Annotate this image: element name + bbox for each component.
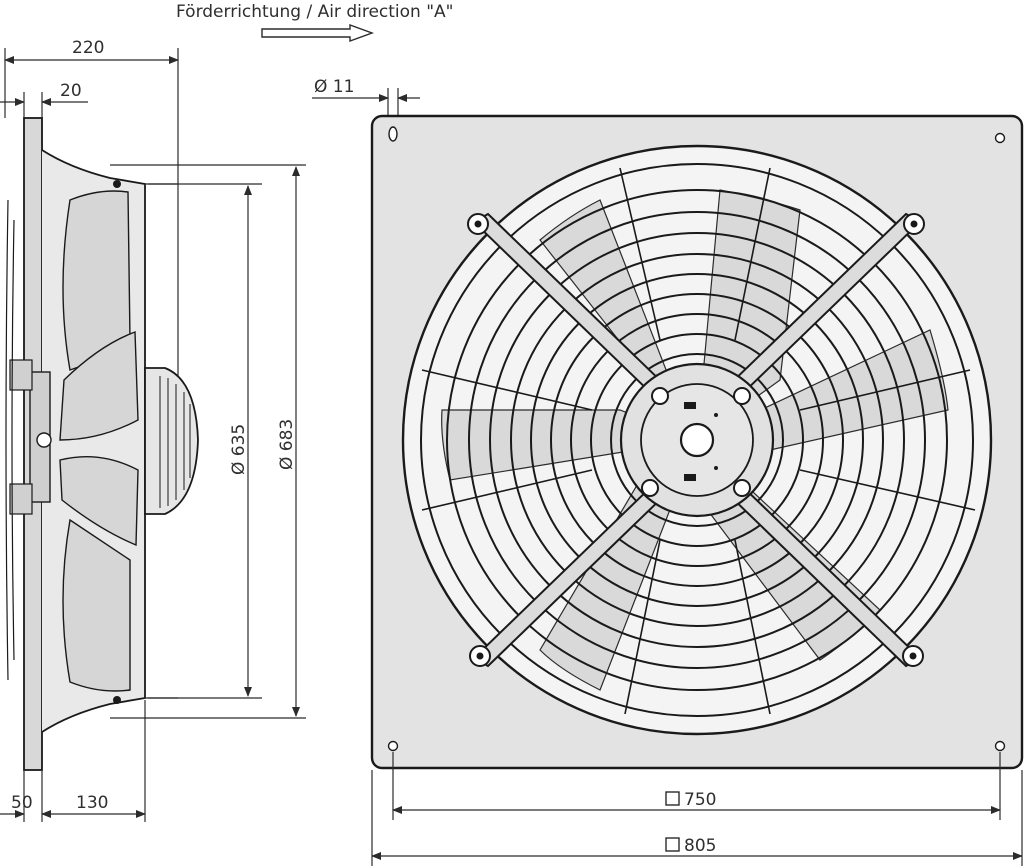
- motor-markings: [684, 402, 718, 481]
- square-symbol-805: [665, 837, 680, 852]
- side-view: 220 20: [0, 38, 306, 822]
- motor-bolts: [641, 387, 751, 497]
- dim-hole-label: Ø 11: [314, 77, 354, 97]
- mount-hole-top-right: [994, 132, 1006, 144]
- air-direction-arrow: [261, 24, 375, 42]
- front-view: Ø 11: [312, 77, 1024, 866]
- dim-635-label: Ø 635: [229, 424, 249, 475]
- dim-805-label: 805: [684, 836, 716, 856]
- motor-shaft: [679, 422, 715, 458]
- air-direction-label: Förderrichtung / Air direction "A": [176, 2, 454, 22]
- guard-rings: [420, 163, 974, 717]
- dim-750-label: 750: [684, 790, 716, 810]
- side-motor: [144, 367, 199, 515]
- guard-spokes: [421, 167, 976, 715]
- side-blades: [59, 190, 139, 692]
- dim-683-label: Ø 683: [277, 419, 297, 470]
- support-struts: [472, 212, 922, 668]
- dim-130-label: 130: [76, 793, 108, 813]
- dim-50-label: 50: [11, 793, 33, 813]
- mount-hole-bottom-right: [994, 740, 1006, 752]
- square-symbol-750: [665, 791, 680, 806]
- strut-feet-holes: [474, 220, 918, 660]
- dim-20-label: 20: [60, 81, 82, 101]
- mount-hole-bottom-left: [387, 740, 399, 752]
- mount-hole-top-left: [388, 126, 398, 142]
- dim-220-label: 220: [72, 38, 104, 58]
